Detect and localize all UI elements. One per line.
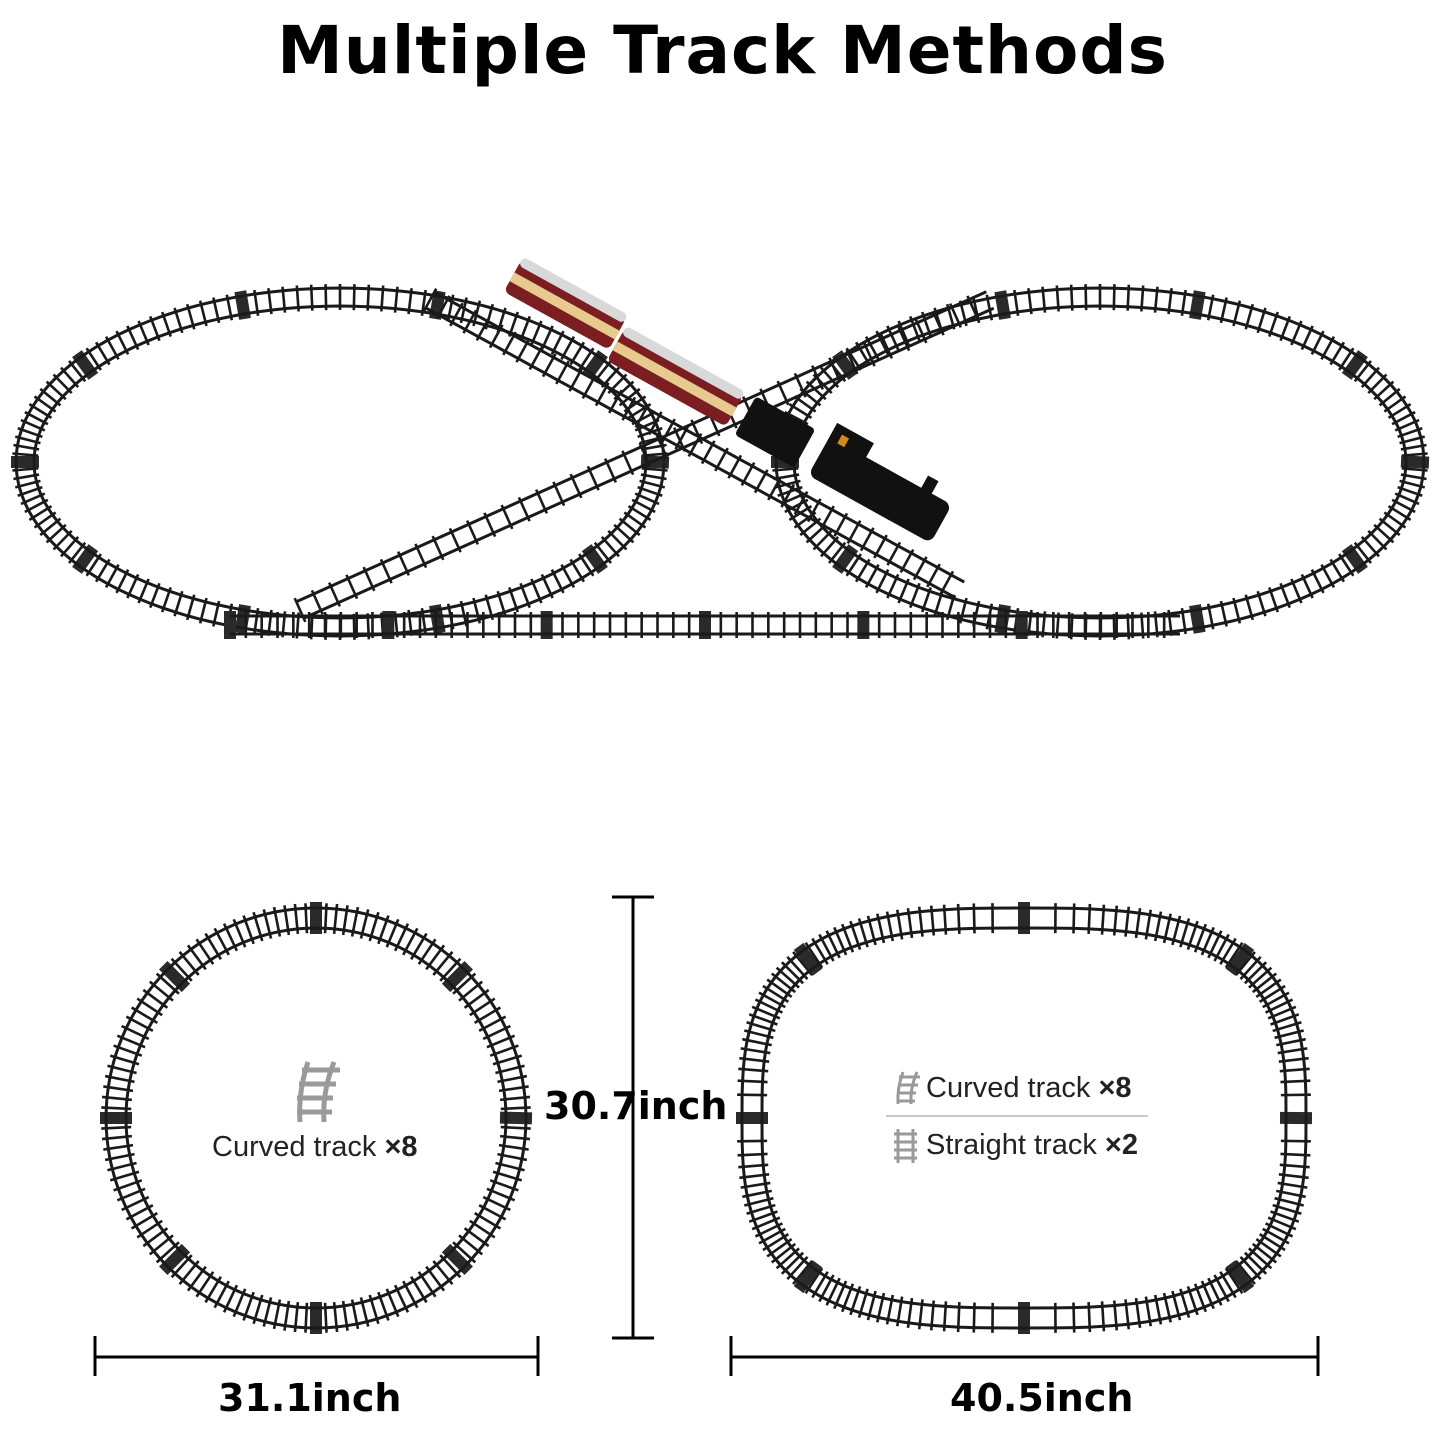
circle-width-dimension (93, 1336, 540, 1376)
page-title: Multiple Track Methods (277, 12, 1168, 89)
legend-label: Curved track (926, 1072, 1091, 1104)
legend-count: ×8 (384, 1131, 418, 1163)
oval-width-dimension (729, 1336, 1320, 1376)
oval-legend-straight: Straight track ×2 (926, 1129, 1138, 1162)
legend-label: Curved track (212, 1131, 377, 1163)
legend-count: ×8 (1098, 1072, 1132, 1104)
legend-count: ×2 (1104, 1129, 1138, 1161)
circle-width-label: 31.1inch (218, 1376, 402, 1420)
oval-width-label: 40.5inch (950, 1376, 1134, 1420)
circle-legend-curved: Curved track ×8 (212, 1131, 418, 1164)
curved-track-icon (896, 1071, 920, 1105)
circle-track (100, 902, 533, 1334)
height-label: 30.7inch (544, 1084, 728, 1128)
train-icon (505, 258, 950, 541)
legend-label: Straight track (926, 1129, 1097, 1161)
figure-eight-track (11, 284, 1430, 640)
height-dimension (612, 895, 654, 1340)
oval-legend-curved: Curved track ×8 (926, 1072, 1132, 1105)
curved-track-icon (297, 1061, 340, 1123)
straight-track-icon (894, 1129, 917, 1163)
oval-track (736, 902, 1313, 1334)
